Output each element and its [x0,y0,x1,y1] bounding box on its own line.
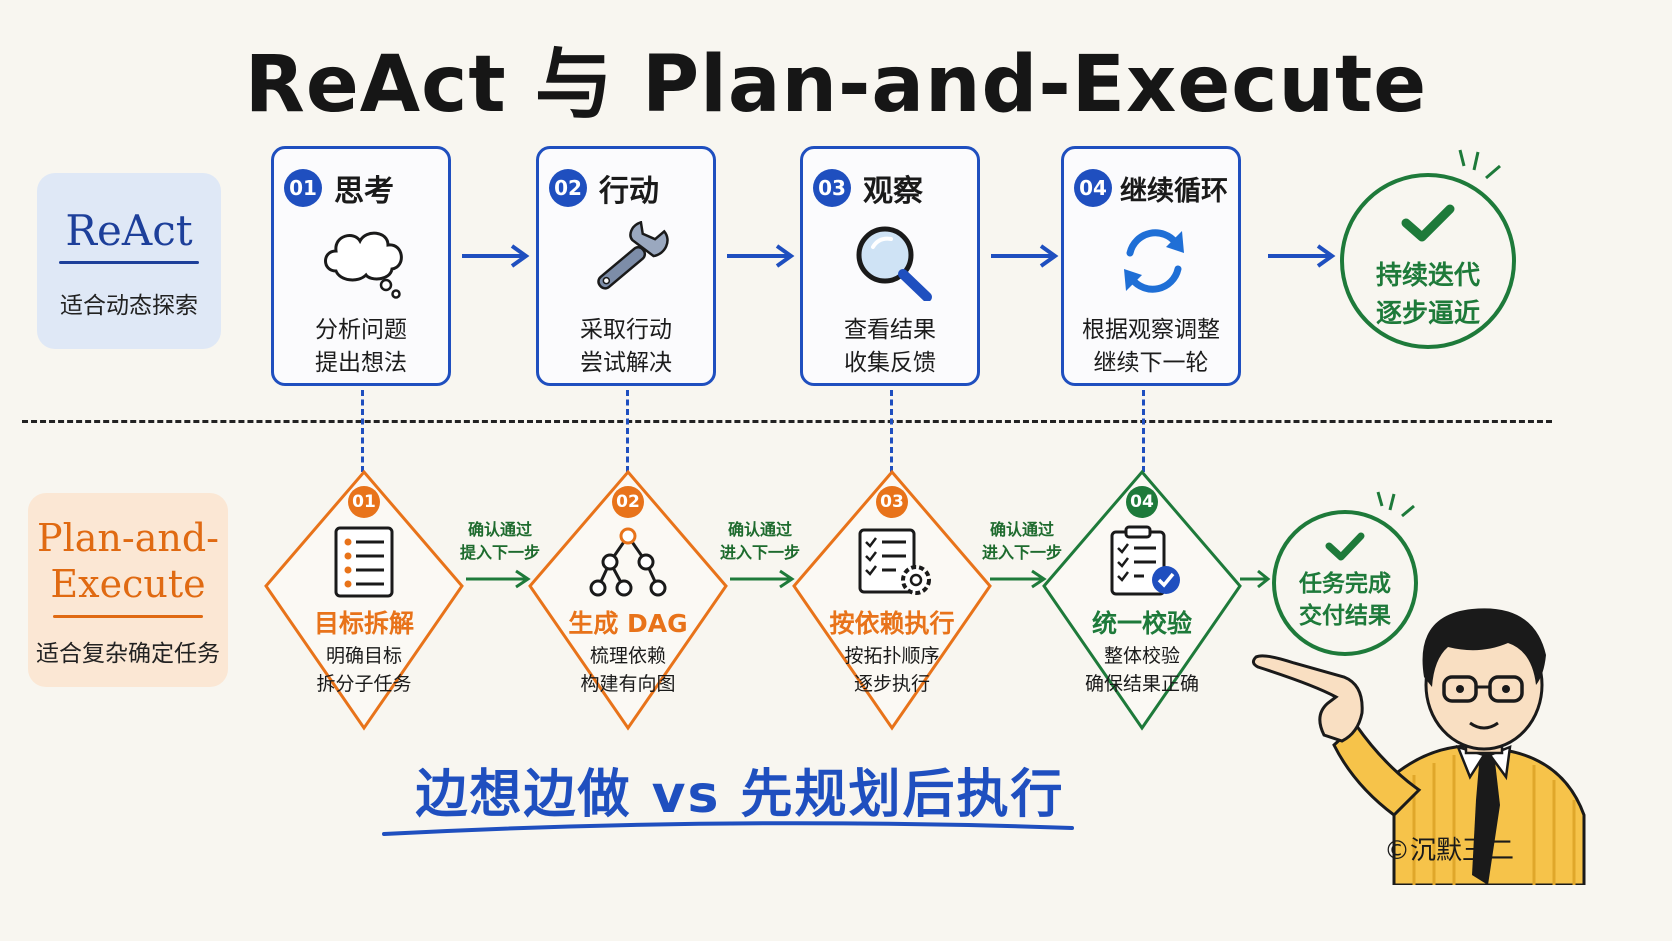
pe-desc-line1: 梳理依赖 [589,645,666,667]
wrench-icon [597,221,669,290]
react-step-act: 02 行动 采取行动尝试解决 [536,146,716,386]
pe-arrow-label-3: 确认通过进入下一步 [972,518,1072,564]
thought-cloud-icon [324,231,403,299]
diamond-outline [1042,469,1242,731]
pe-desc-line1: 按拓扑顺序 [844,645,940,667]
checkmark-icon [1325,532,1365,561]
pe-arrow-label-2: 确认通过进入下一步 [710,518,810,564]
step-title: 继续循环 [1120,175,1228,207]
step-title: 行动 [599,174,659,209]
step-title: 观察 [863,174,923,209]
react-card-name: ReAct [65,206,193,255]
diamond-outline [528,469,728,731]
pe-step-title: 按依赖执行 [829,609,955,638]
pe-arrow-1 [466,569,531,589]
step-desc-line2: 收集反馈 [844,350,936,376]
pe-desc-line2: 构建有向图 [580,673,676,695]
step-title: 思考 [334,174,394,209]
pe-desc-line1: 整体校验 [1103,645,1180,667]
pe-desc-line2: 确保结果正确 [1084,673,1199,695]
section-divider [22,420,1552,423]
step-desc-line1: 根据观察调整 [1082,317,1220,343]
checklist-icon [334,526,394,598]
arrow-label-line2: 进入下一步 [719,543,800,562]
pe-card-name-line2: Execute [50,562,206,606]
connector-4 [1142,390,1145,472]
pe-card-desc: 适合复杂确定任务 [36,641,220,667]
step-desc-line1: 查看结果 [844,317,936,343]
diamond-outline [792,469,992,731]
clipboard-check-icon [1110,525,1180,596]
pe-step-title: 统一校验 [1091,609,1192,638]
step-number-badge: 04 [1074,169,1112,207]
react-card-desc: 适合动态探索 [60,293,198,319]
pe-desc-line1: 明确目标 [325,645,402,667]
pe-step-title: 目标拆解 [313,609,414,638]
step-desc-line2: 提出想法 [315,350,407,376]
gear-checklist-icon [858,528,931,595]
step-number-badge: 03 [876,486,908,518]
step-number-badge: 03 [813,169,851,207]
pe-card-name: Plan-and- Execute [28,515,228,607]
checkmark-icon [1401,204,1455,242]
react-card-underline [59,261,199,264]
footer-underline [382,821,1074,836]
step-number-badge: 02 [549,169,587,207]
cycle-arrows-icon [1124,229,1184,293]
step-number-badge: 04 [1126,486,1158,518]
arrow-label-line2: 提入下一步 [459,543,540,562]
result-line1: 持续迭代 [1375,261,1480,291]
pe-step-decompose: 01 目标拆解 明确目标拆分子任务 [262,468,466,732]
pe-arrow-3 [990,569,1047,589]
pe-arrow-4 [1240,569,1271,589]
result-line2: 逐步逼近 [1375,299,1480,329]
magnifier-icon [856,226,932,301]
arrow-label-line1: 确认通过 [727,520,792,539]
step-number-badge: 02 [612,486,644,518]
step-desc-line2: 尝试解决 [580,350,672,376]
result-line1: 任务完成 [1299,571,1391,597]
pe-label-card: Plan-and- Execute 适合复杂确定任务 [28,493,228,687]
pe-card-underline [53,615,203,618]
step-number-badge: 01 [348,486,380,518]
pe-desc-line2: 拆分子任务 [316,673,412,695]
pointing-man-illustration [1251,608,1586,885]
react-arrow-1 [462,244,530,268]
pe-step-verify: 04 统一校验 整体校验确保结果正确 [1040,468,1244,732]
arrow-label-line1: 确认通过 [989,520,1054,539]
sparkle-lines-icon [1376,491,1415,518]
connector-3 [890,390,893,472]
pe-desc-line2: 逐步执行 [853,673,930,695]
arrow-label-line2: 进入下一步 [981,543,1062,562]
page-title: ReAct 与 Plan-and-Execute [244,40,1428,130]
diamond-outline [264,469,464,731]
copyright-text: ©沉默王二 [1384,836,1515,866]
connector-2 [626,390,629,472]
step-desc-line2: 继续下一轮 [1093,350,1209,376]
pe-step-title: 生成 DAG [568,609,688,638]
react-label-card: ReAct 适合动态探索 [37,173,221,349]
footer-slogan: 边想边做 vs 先规划后执行 [415,765,1065,825]
arrow-label-line1: 确认通过 [467,520,532,539]
pe-arrow-label-1: 确认通过提入下一步 [450,518,550,564]
result-line2: 交付结果 [1299,603,1391,629]
step-desc-line1: 采取行动 [580,317,672,343]
pe-step-dag: 02 生成 DAG 梳理依赖构建有向图 [526,468,730,732]
connector-1 [361,390,364,472]
react-arrow-4 [1268,244,1336,268]
react-arrow-2 [727,244,795,268]
react-step-observe: 03 观察 查看结果收集反馈 [800,146,980,386]
step-desc-line1: 分析问题 [315,317,407,343]
react-result-circle: 持续迭代逐步逼近 [1340,173,1516,349]
tree-graph-icon [589,527,667,597]
react-arrow-3 [991,244,1059,268]
sparkle-lines-icon [1458,149,1501,180]
pe-card-name-line1: Plan-and- [37,516,219,560]
pe-arrow-2 [730,569,795,589]
step-number-badge: 01 [284,169,322,207]
pe-result-circle: 任务完成交付结果 [1272,510,1418,656]
pe-step-execute: 03 按依赖执行 按拓扑顺序逐步执行 [790,468,994,732]
react-step-think: 01 思考 分析问题提出想法 [271,146,451,386]
